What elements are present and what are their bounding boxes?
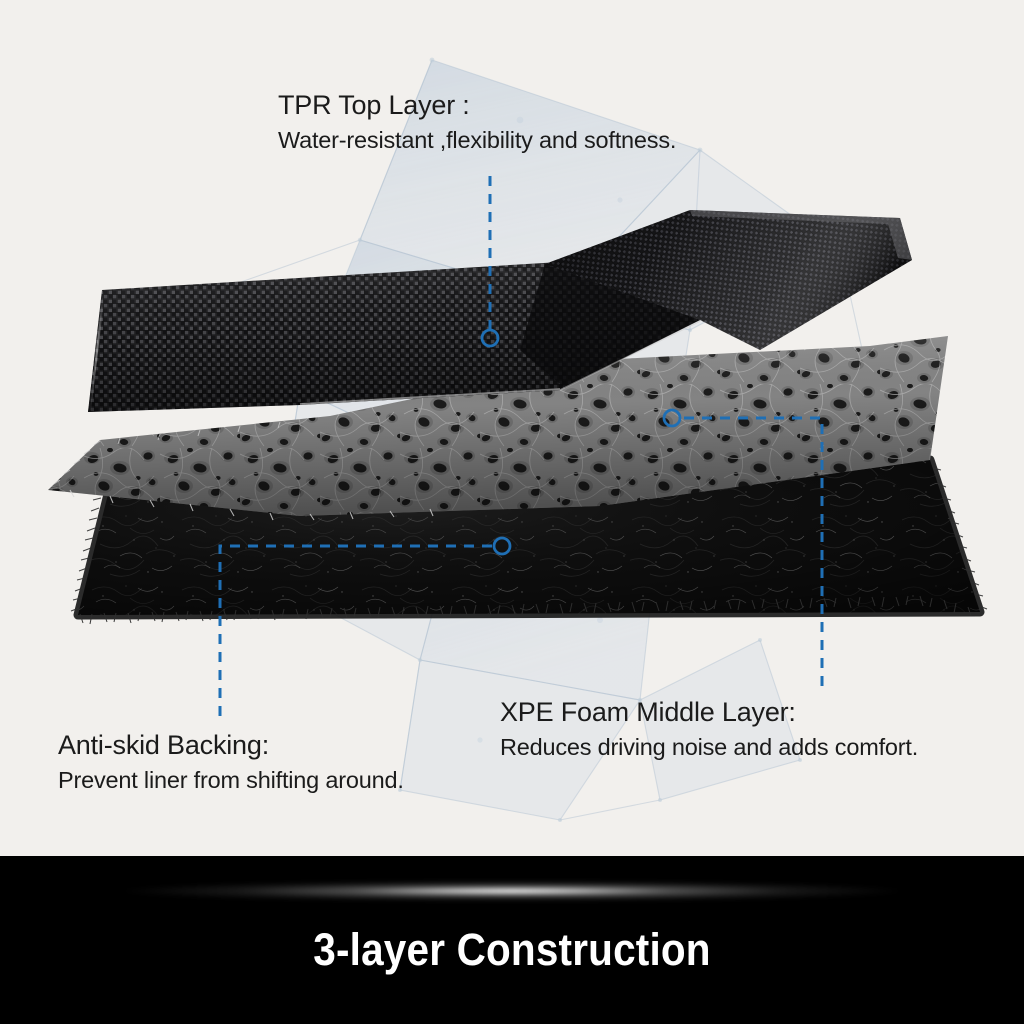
- callout-tpr-description: Water-resistant ,flexibility and softnes…: [278, 126, 677, 153]
- callout-anti-skid-backing: Anti-skid Backing: Prevent liner from sh…: [58, 730, 404, 795]
- banner-title: 3-layer Construction: [313, 924, 711, 975]
- callout-xpe-foam-middle-layer: XPE Foam Middle Layer: Reduces driving n…: [500, 697, 918, 762]
- callout-tpr-top-layer: TPR Top Layer : Water-resistant ,flexibi…: [278, 90, 676, 155]
- callout-anti-skid-title: Anti-skid Backing:: [58, 730, 269, 760]
- callout-xpe-description: Reduces driving noise and adds comfort.: [500, 733, 919, 760]
- leader-anti-skid: [218, 544, 492, 722]
- layer-xpe-foam: [0, 320, 1024, 550]
- banner-light-flare: [32, 878, 992, 904]
- leader-xpe: [684, 416, 824, 690]
- callout-xpe-title: XPE Foam Middle Layer:: [500, 697, 796, 727]
- marker-anti-skid: [492, 536, 512, 556]
- layer-anti-skid-backing: [0, 440, 1024, 670]
- layer-tpr-top: [0, 200, 1024, 430]
- callout-anti-skid-description: Prevent liner from shifting around.: [58, 766, 404, 793]
- marker-xpe: [662, 408, 682, 428]
- marker-tpr: [480, 328, 500, 348]
- bottom-banner: 3-layer Construction: [0, 856, 1024, 1024]
- callout-tpr-title: TPR Top Layer :: [278, 90, 470, 120]
